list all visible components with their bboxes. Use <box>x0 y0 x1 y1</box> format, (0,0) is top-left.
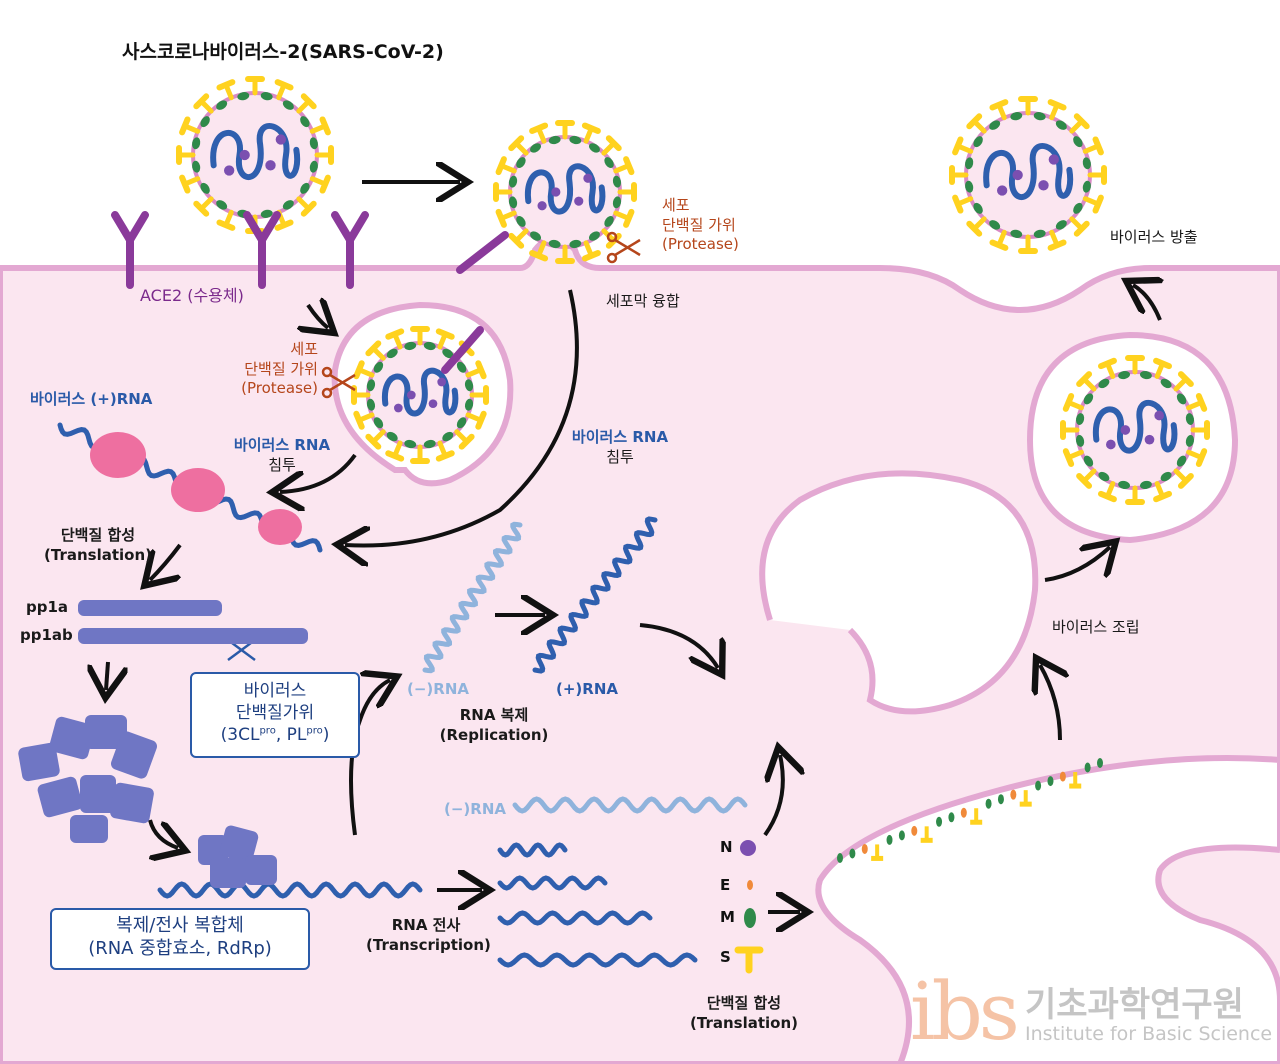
budding-vesicle <box>759 470 1039 715</box>
endoplasmic-reticulum <box>815 755 1280 1064</box>
pp1ab-label: pp1ab <box>20 626 73 644</box>
viral-plus-rna-label: 바이러스 (+)RNA <box>30 390 153 408</box>
minus-rna-label: (−)RNA <box>407 680 469 698</box>
virus-particle-vesicle <box>1060 355 1210 505</box>
rtc-line1: 복제/전사 복합체 <box>116 915 244 936</box>
membrane-fusion-label: 세포막 융합 <box>606 292 680 310</box>
ibs-logo-korean: 기초과학연구원 <box>1025 985 1244 1025</box>
replication-label: RNA 복제 (Replication) <box>434 706 554 745</box>
scissors-icon <box>321 231 641 399</box>
transcription-line2: (Transcription) <box>366 935 491 954</box>
viral-protease-sup1: pro <box>259 725 276 737</box>
rna-entry-right-label: 바이러스 RNA 침투 <box>560 428 680 467</box>
viral-protease-line3: (3CLpro, PLpro) <box>192 724 358 746</box>
protease-mid-label: 세포 단백질 가위 (Protease) <box>228 340 318 399</box>
minus-rna-2-label: (−)RNA <box>444 800 506 818</box>
polyproteins <box>78 600 308 644</box>
diagram-title: 사스코로나바이러스-2(SARS-CoV-2) <box>122 41 444 63</box>
legend-e: E <box>720 876 731 894</box>
replication-line1: RNA 복제 <box>459 706 529 724</box>
viral-protease-line1: 바이러스 <box>243 681 307 701</box>
protease-top-label: 세포 단백질 가위 (Protease) <box>662 196 739 255</box>
translation-top-line1: 단백질 합성 <box>60 526 136 544</box>
legend-m: M <box>720 908 735 926</box>
replication-line2: (Replication) <box>439 725 549 744</box>
virus-particle-released <box>949 96 1107 254</box>
rna-entry-left-line2: 침투 <box>268 455 296 474</box>
protease-top-line2: 단백질 가위 <box>662 215 736 234</box>
legend-n: N <box>720 838 733 856</box>
protease-mid-line2: 단백질 가위 <box>244 359 318 378</box>
ibs-logo-mark: ibs <box>910 965 1020 1058</box>
ace2-receptors <box>111 211 509 374</box>
translation-top-label: 단백질 합성 (Translation) <box>38 526 158 565</box>
assembly-label: 바이러스 조립 <box>1052 618 1140 636</box>
virus-particle-top <box>176 76 334 234</box>
structural-protein-markers <box>734 840 764 974</box>
viral-protease-box: 바이러스 단백질가위 (3CLpro, PLpro) <box>190 672 360 758</box>
ribosomes <box>90 432 302 545</box>
translation-bottom-line1: 단백질 합성 <box>706 994 782 1012</box>
viral-protease-pl: , PL <box>275 725 307 746</box>
viral-protease-3cl: (3CL <box>220 725 260 746</box>
er-membrane-proteins <box>837 758 1103 863</box>
viral-protease-sup2: pro <box>306 725 323 737</box>
viral-protease-close: ) <box>322 725 330 746</box>
plus-rna-label: (+)RNA <box>556 680 618 698</box>
protease-top-line3: (Protease) <box>662 235 739 253</box>
protease-mid-line3: (Protease) <box>241 379 318 397</box>
release-label: 바이러스 방출 <box>1110 228 1198 246</box>
viral-protease-line2: 단백질가위 <box>235 703 315 724</box>
er-inner-fold <box>1155 844 1280 1001</box>
virus-particle-fusing <box>493 120 637 264</box>
protease-top-line1: 세포 <box>662 196 690 214</box>
rtc-line2: (RNA 중합효소, RdRp) <box>88 938 272 960</box>
protease-mid-line1: 세포 <box>290 340 318 358</box>
rna-entry-right-line1: 바이러스 RNA <box>571 428 669 446</box>
transcription-label: RNA 전사 (Transcription) <box>366 916 491 955</box>
translation-bottom-label: 단백질 합성 (Translation) <box>684 994 804 1033</box>
nsp-fragments <box>18 715 277 888</box>
transcription-line1: RNA 전사 <box>391 916 461 934</box>
legend-s: S <box>720 948 731 966</box>
ace2-label: ACE2 (수용체) <box>140 286 244 305</box>
pp1a-label: pp1a <box>26 598 69 616</box>
rna-entry-left-line1: 바이러스 RNA <box>233 436 331 454</box>
rtc-box: 복제/전사 복합체 (RNA 중합효소, RdRp) <box>50 908 310 970</box>
rna-entry-left-label: 바이러스 RNA 침투 <box>222 436 342 475</box>
arrows <box>106 182 1160 912</box>
translation-bottom-line2: (Translation) <box>690 1013 798 1032</box>
rna-entry-right-line2: 침투 <box>606 447 634 466</box>
translation-top-line2: (Translation) <box>44 545 152 564</box>
ibs-logo-english: Institute for Basic Science <box>1025 1023 1273 1045</box>
